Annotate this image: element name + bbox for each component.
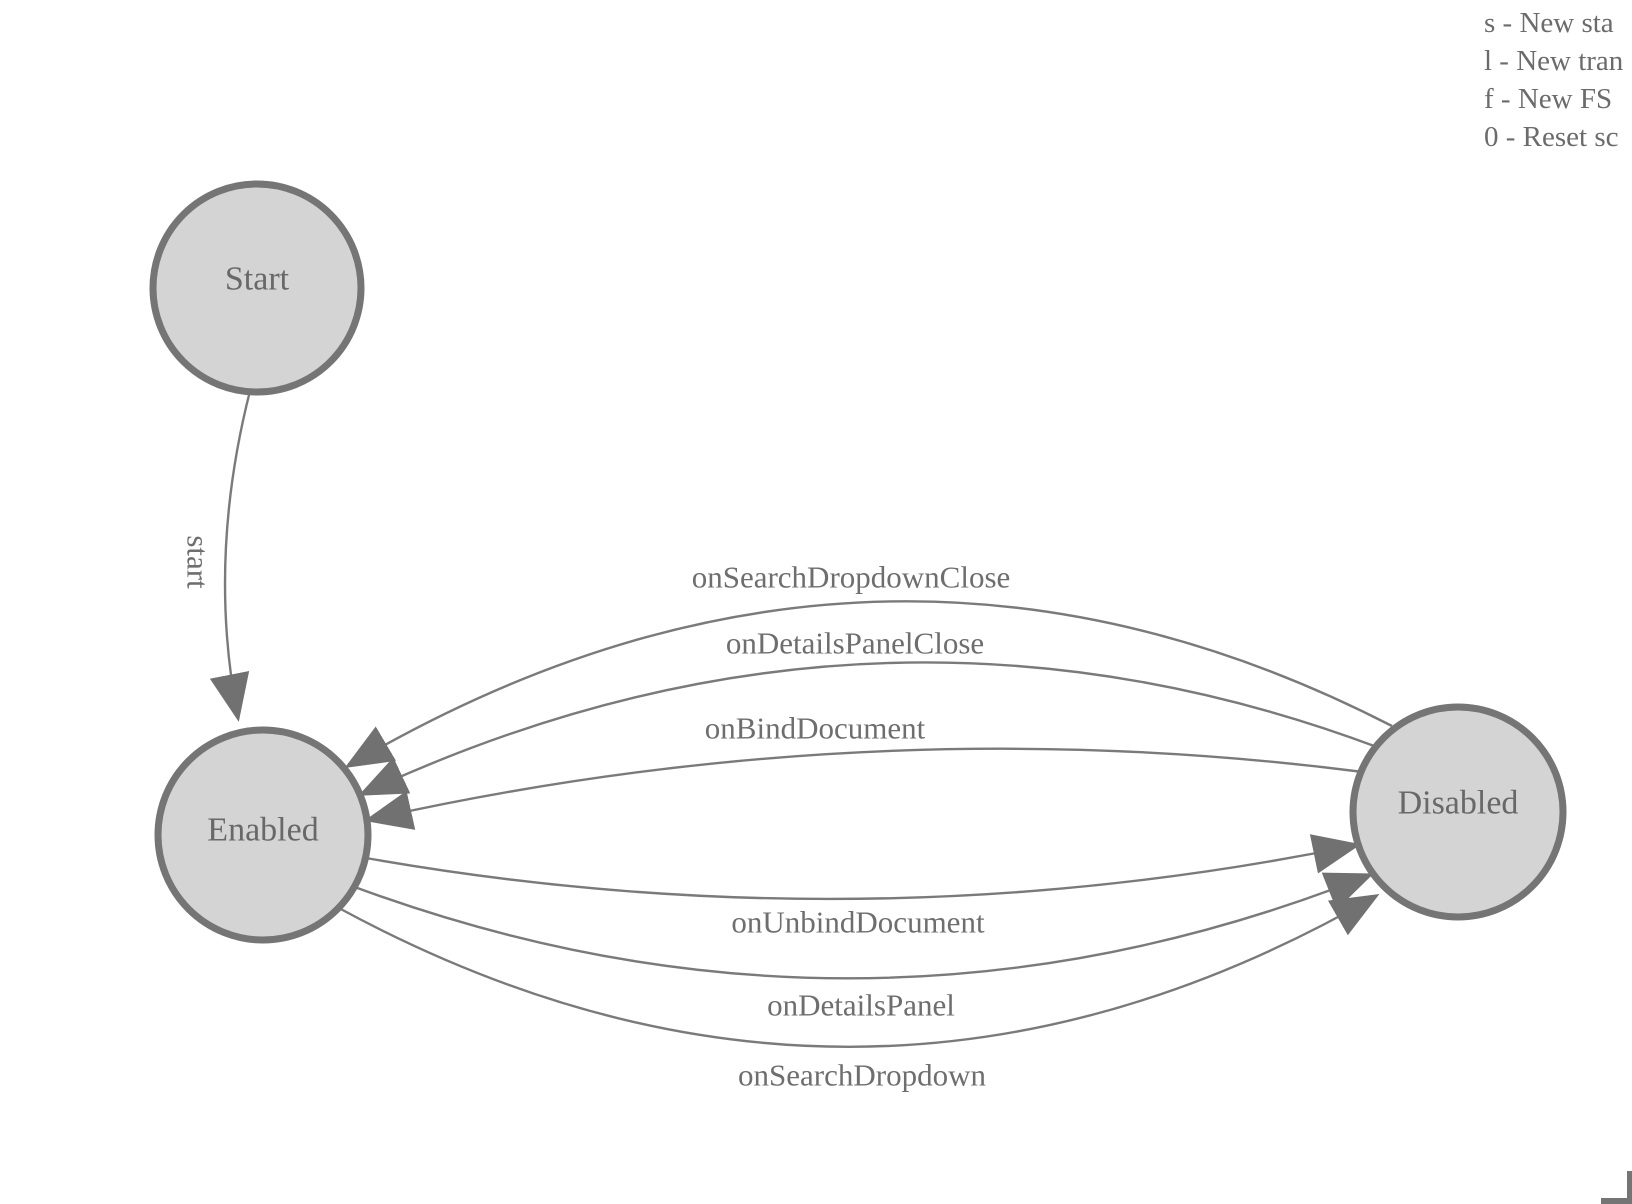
edge-onUnbindDocument [365, 834, 1361, 901]
state-circle-disabled[interactable] [1349, 703, 1567, 921]
state-circle-start[interactable] [149, 180, 365, 396]
state-node-start[interactable]: Start [149, 180, 365, 396]
edge-label-onSearchDropdownClose: onSearchDropdownClose [692, 560, 1011, 595]
canvas-corner-border [1601, 1198, 1632, 1204]
edge-label-onDetailsPanelClose: onDetailsPanelClose [726, 626, 984, 661]
edge-start [209, 390, 252, 722]
legend-item-reset-scale: 0 - Reset sc [1484, 121, 1619, 153]
legend-item-new-fsm: f - New FS [1484, 83, 1613, 115]
edge-onSearchDropdownClose [344, 600, 1393, 769]
edge-label-onUnbindDocument: onUnbindDocument [731, 905, 985, 940]
state-label-enabled: Enabled [207, 812, 318, 849]
edge-onDetailsPanelClose [358, 661, 1378, 796]
edge-label-start: start [181, 535, 216, 589]
edge-label-onDetailsPanel: onDetailsPanel [767, 988, 955, 1023]
legend-item-new-state: s - New sta [1484, 7, 1614, 39]
canvas-corner-border [1627, 1171, 1632, 1204]
state-node-disabled[interactable]: Disabled [1349, 703, 1567, 921]
state-circle-enabled[interactable] [154, 726, 372, 944]
edge-onDetailsPanel [351, 872, 1374, 980]
edge-onSearchDropdown [336, 894, 1380, 1048]
legend-item-new-transition: l - New tran [1484, 45, 1624, 77]
edge-label-onSearchDropdown: onSearchDropdown [738, 1058, 986, 1093]
edge-onBindDocument [364, 747, 1364, 830]
legend: s - New sta l - New tran f - New FS 0 - … [1484, 4, 1623, 156]
edge-label-onBindDocument: onBindDocument [705, 711, 926, 746]
state-node-enabled[interactable]: Enabled [154, 726, 372, 944]
state-label-disabled: Disabled [1398, 785, 1519, 822]
state-label-start: Start [225, 261, 290, 298]
